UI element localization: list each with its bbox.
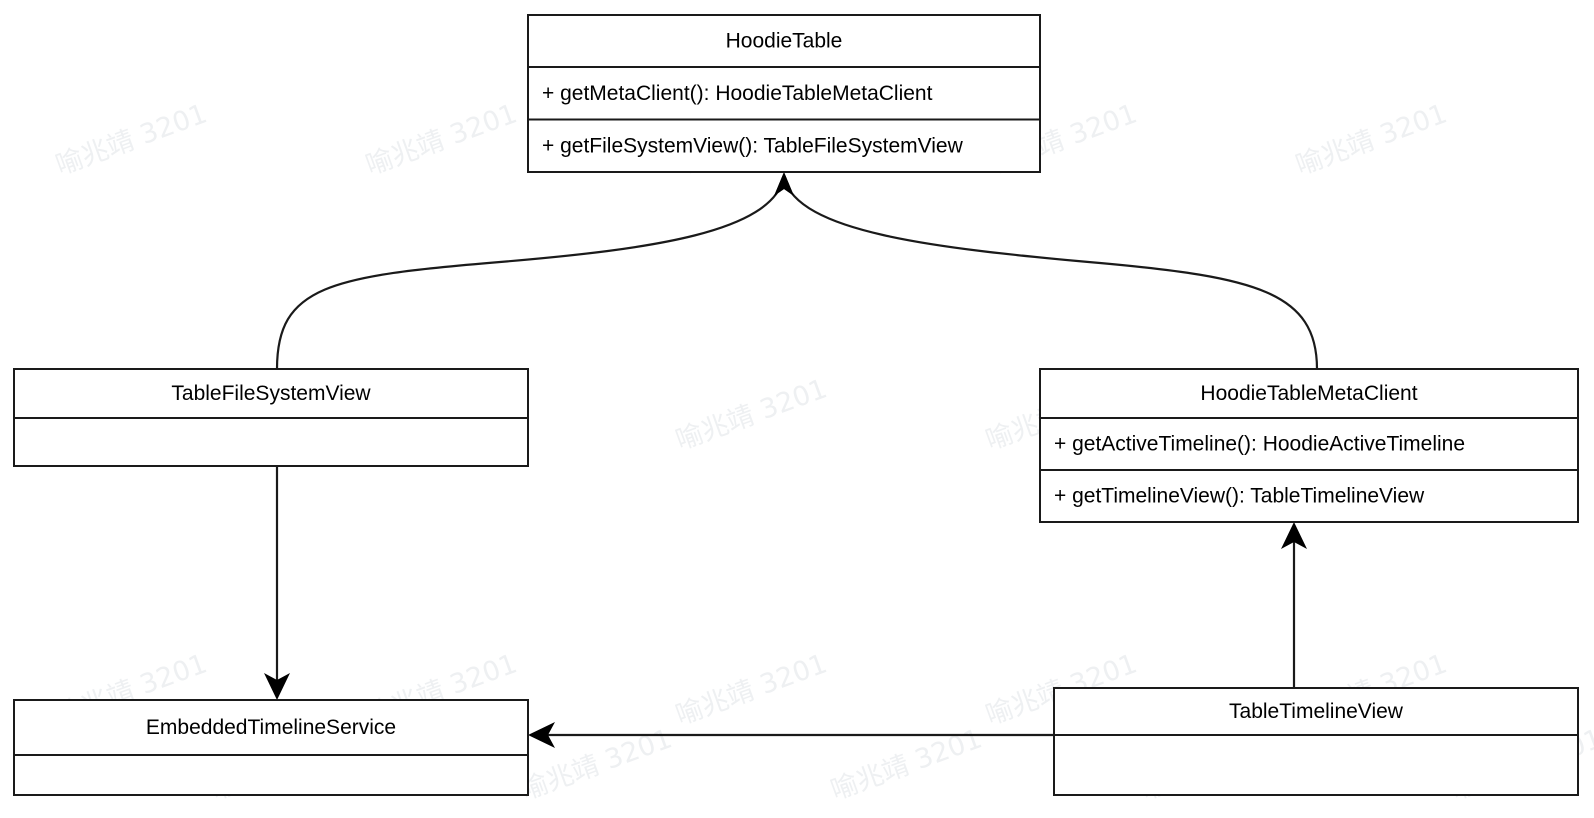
arrowhead-icon <box>1281 522 1307 549</box>
edge-tabletimelineview-to-hoodietablemetaclient <box>1281 522 1307 688</box>
class-box-outline <box>13 699 529 796</box>
class-member-row: + getActiveTimeline(): HoodieActiveTimel… <box>1054 433 1465 456</box>
class-box-hoodie-table-meta-client[interactable]: HoodieTableMetaClient + getActiveTimeline… <box>1039 368 1579 523</box>
class-name-hoodie-table: HoodieTable <box>726 30 843 53</box>
class-member-row: + getTimelineView(): TableTimelineView <box>1054 485 1425 508</box>
class-box-outline <box>1053 687 1579 796</box>
watermark-text: 喻兆靖 3201 <box>672 648 831 731</box>
edge-hoodietablemetaclient-to-hoodietable <box>774 172 1319 370</box>
watermark-text: 喻兆靖 3201 <box>672 373 831 456</box>
class-name-table-timeline-view: TableTimelineView <box>1229 700 1404 723</box>
classes-layer: HoodieTable + getMetaClient(): HoodieTabl… <box>13 14 1579 796</box>
edge-tablefilesystemview-to-hoodietable <box>275 172 794 370</box>
edge-line <box>275 177 786 370</box>
class-box-hoodie-table[interactable]: HoodieTable + getMetaClient(): HoodieTabl… <box>527 14 1041 173</box>
class-member-row: + getMetaClient(): HoodieTableMetaClient <box>542 82 933 105</box>
class-box-embedded-timeline-service[interactable]: EmbeddedTimelineService <box>13 699 529 796</box>
watermark-text: 喻兆靖 3201 <box>1292 98 1451 181</box>
arrowhead-icon <box>774 172 794 196</box>
class-name-hoodie-table-meta-client: HoodieTableMetaClient <box>1200 382 1417 405</box>
class-box-outline <box>1039 368 1579 523</box>
arrowhead-icon <box>528 722 555 748</box>
class-box-table-timeline-view[interactable]: TableTimelineView <box>1053 687 1579 796</box>
watermark-text: 喻兆靖 3201 <box>52 98 211 181</box>
watermark-text: 喻兆靖 3201 <box>362 98 521 181</box>
edge-tabletimelineview-to-embeddedtimelineservice <box>528 722 1054 748</box>
edge-tablefilesystemview-to-embeddedtimelineservice <box>264 466 290 700</box>
class-name-embedded-timeline-service: EmbeddedTimelineService <box>146 716 396 739</box>
arrowhead-icon <box>264 673 290 700</box>
class-box-outline <box>527 14 1041 173</box>
class-name-table-file-system-view: TableFileSystemView <box>171 382 371 405</box>
edges-layer <box>264 172 1319 748</box>
edge-line <box>782 177 1319 370</box>
class-member-row: + getFileSystemView(): TableFileSystemVi… <box>542 134 964 157</box>
class-box-table-file-system-view[interactable]: TableFileSystemView <box>13 368 529 467</box>
